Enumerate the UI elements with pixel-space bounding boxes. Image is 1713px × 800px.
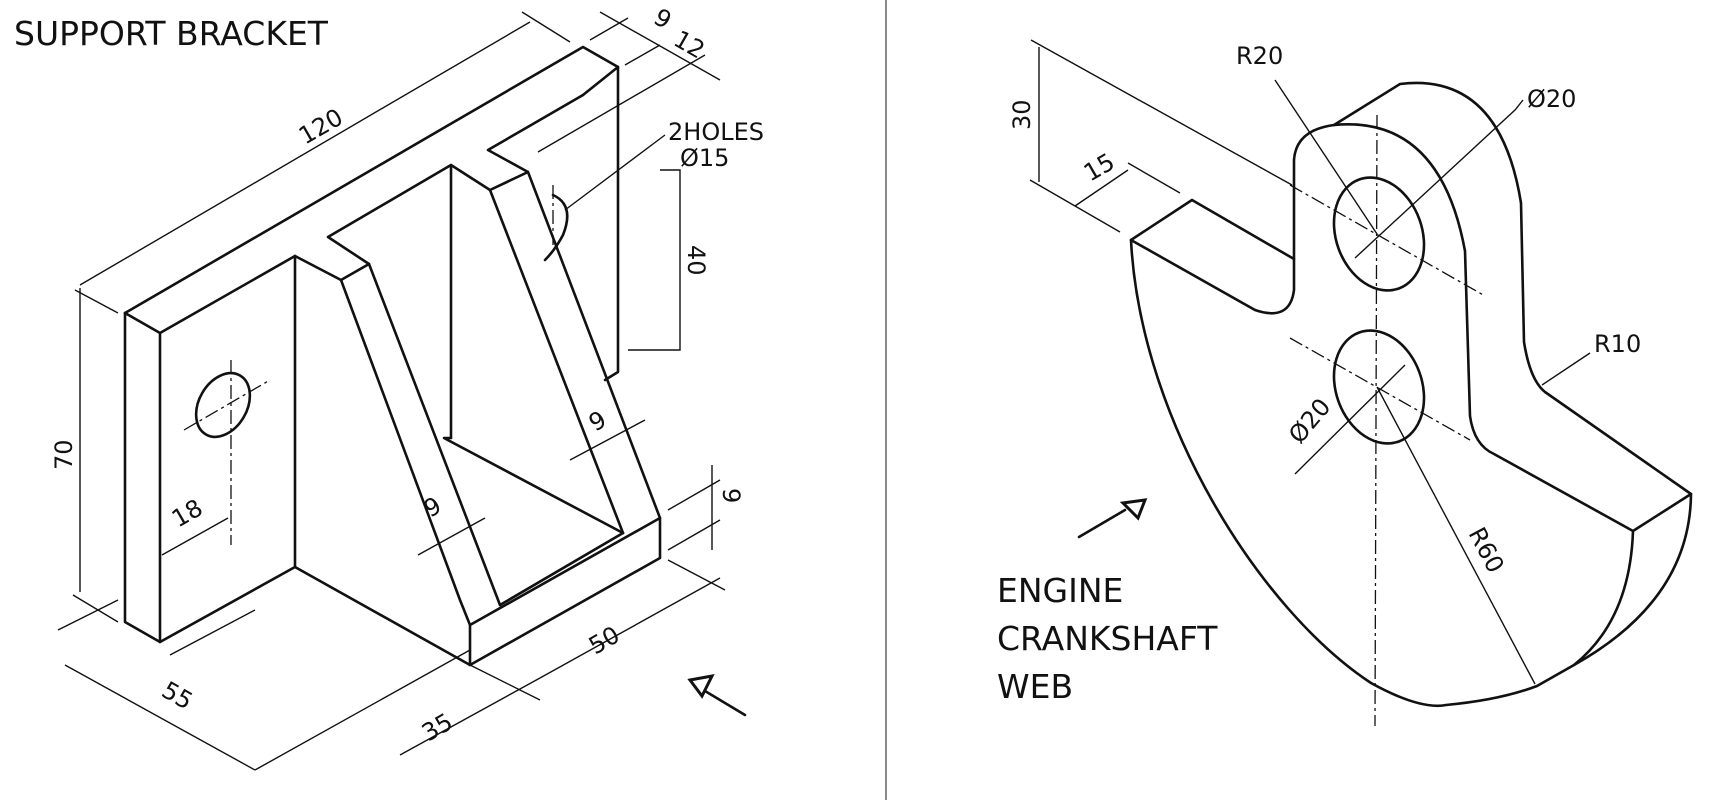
dim-9-top: 9 bbox=[649, 3, 676, 35]
dim-120: 120 bbox=[294, 103, 348, 150]
web-title-line1: ENGINE bbox=[997, 571, 1123, 610]
dim-9-rib-left: 9 bbox=[419, 491, 446, 523]
view-direction-arrow-icon bbox=[1077, 498, 1148, 539]
dim-12: 12 bbox=[669, 25, 709, 65]
web-dimensions: 30 15 R20 Ø20 R10 Ø20 R60 bbox=[1008, 39, 1641, 685]
dim-upper-hole-dia: Ø20 bbox=[1527, 85, 1576, 113]
bracket-dimensions: 120 70 55 35 50 9 12 40 2HOLES Ø15 18 9 … bbox=[50, 3, 764, 771]
web-title-line3: WEB bbox=[997, 667, 1073, 706]
dim-15: 15 bbox=[1079, 148, 1119, 188]
dim-50: 50 bbox=[584, 621, 624, 661]
hole-note-line2: Ø15 bbox=[680, 144, 729, 172]
dim-r10: R10 bbox=[1594, 330, 1641, 358]
dim-9-rib-right: 9 bbox=[584, 405, 611, 437]
hole-note-line1: 2HOLES bbox=[668, 118, 764, 146]
view-direction-arrow-icon bbox=[687, 673, 747, 717]
dim-r60: R60 bbox=[1463, 523, 1510, 578]
dim-35: 35 bbox=[417, 708, 457, 748]
lower-hole bbox=[1332, 329, 1426, 445]
dim-9-base: 9 bbox=[717, 488, 745, 503]
dim-30: 30 bbox=[1008, 99, 1036, 130]
dim-18: 18 bbox=[167, 494, 207, 534]
support-bracket-title: SUPPORT BRACKET bbox=[14, 14, 329, 53]
left-hole bbox=[194, 371, 252, 439]
dim-55: 55 bbox=[157, 676, 197, 716]
crankshaft-web-drawing: 30 15 R20 Ø20 R10 Ø20 R60 ENGINE CRANKSH… bbox=[997, 39, 1693, 727]
web-title-line2: CRANKSHAFT bbox=[997, 619, 1218, 658]
web-outline bbox=[1129, 81, 1693, 727]
upper-hole bbox=[1332, 176, 1426, 292]
dim-40: 40 bbox=[682, 245, 710, 276]
dim-r20: R20 bbox=[1236, 42, 1283, 70]
bracket-outline bbox=[123, 45, 662, 667]
dim-70: 70 bbox=[50, 439, 78, 470]
support-bracket-drawing: SUPPORT BRACKET bbox=[14, 3, 764, 771]
